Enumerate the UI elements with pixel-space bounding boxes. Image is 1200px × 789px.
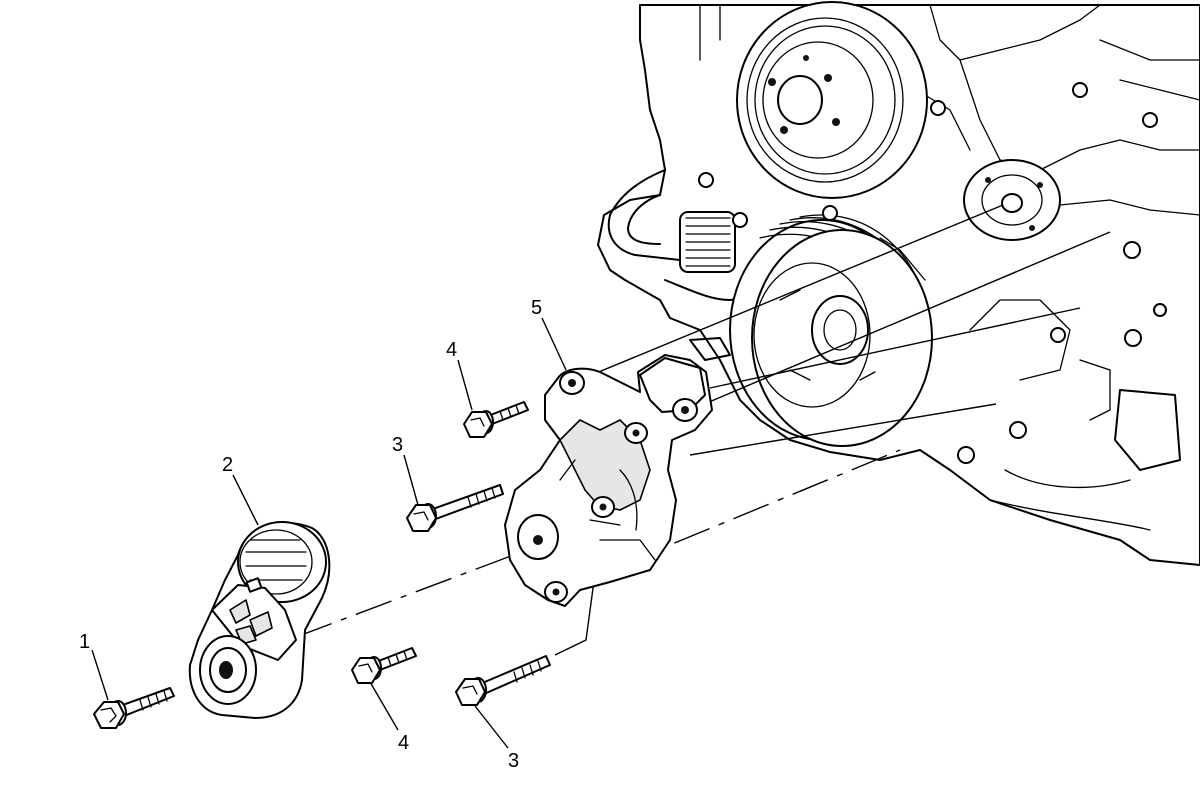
callout-3-lower: 3 bbox=[508, 750, 519, 772]
engine-block bbox=[597, 1, 1200, 566]
belt-tensioner bbox=[188, 521, 331, 719]
callout-4-upper: 4 bbox=[446, 339, 457, 361]
bolt-4-upper bbox=[463, 401, 529, 438]
front-cover-disc bbox=[963, 159, 1061, 241]
bolt-3-lower bbox=[455, 655, 551, 706]
tensioner-bracket bbox=[504, 354, 713, 607]
callout-2: 2 bbox=[222, 454, 233, 476]
block-bolts bbox=[698, 82, 1167, 464]
upper-pulley bbox=[736, 1, 928, 199]
callout-5: 5 bbox=[531, 297, 542, 319]
callout-4-lower: 4 bbox=[398, 732, 409, 754]
crankshaft-balancer bbox=[729, 214, 933, 447]
callout-labels: 1 2 3 4 5 4 3 bbox=[79, 297, 542, 772]
bolt-1 bbox=[93, 687, 175, 729]
callout-1: 1 bbox=[79, 631, 90, 653]
callout-3-upper: 3 bbox=[392, 434, 403, 456]
callout-leaders bbox=[91, 317, 567, 749]
bolt-3-upper bbox=[406, 484, 504, 532]
alignment-lines bbox=[295, 204, 1111, 656]
bolt-4-lower bbox=[351, 647, 417, 684]
